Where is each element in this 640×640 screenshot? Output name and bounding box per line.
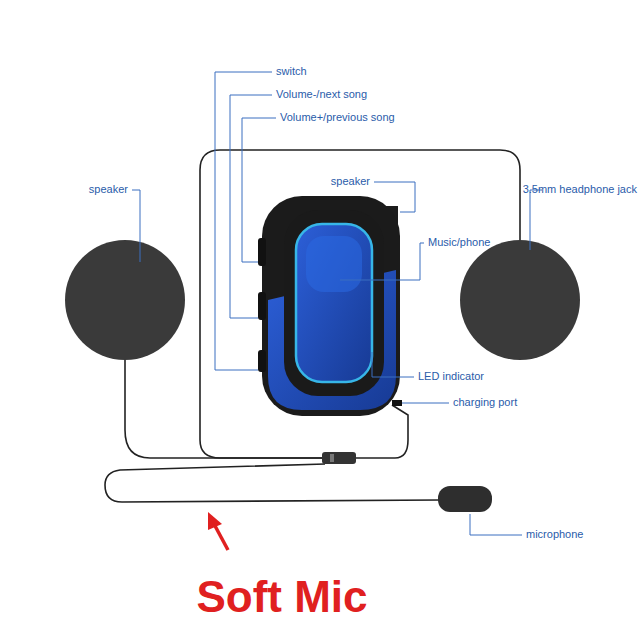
- part-label: 3.5mm headphone jack: [523, 183, 637, 196]
- part-label: Volume+/previous song: [280, 111, 395, 124]
- speaker-pad: [460, 240, 580, 360]
- cable-connector: [322, 452, 356, 464]
- leader-line: [132, 72, 542, 535]
- annotation-title: Soft Mic: [196, 571, 367, 624]
- part-label: LED indicator: [418, 370, 484, 383]
- part-label: speaker: [89, 183, 128, 196]
- part-label: switch: [276, 65, 307, 78]
- part-label: Music/phone: [428, 236, 490, 249]
- part-label: charging port: [453, 396, 517, 409]
- part-label: Volume-/next song: [276, 88, 367, 101]
- control-unit: [258, 196, 402, 416]
- part-label: microphone: [526, 528, 583, 541]
- speaker-pad: [65, 240, 185, 360]
- pointer-arrow: [208, 512, 228, 550]
- part-label: speaker: [331, 175, 370, 188]
- microphone-capsule: [438, 486, 492, 512]
